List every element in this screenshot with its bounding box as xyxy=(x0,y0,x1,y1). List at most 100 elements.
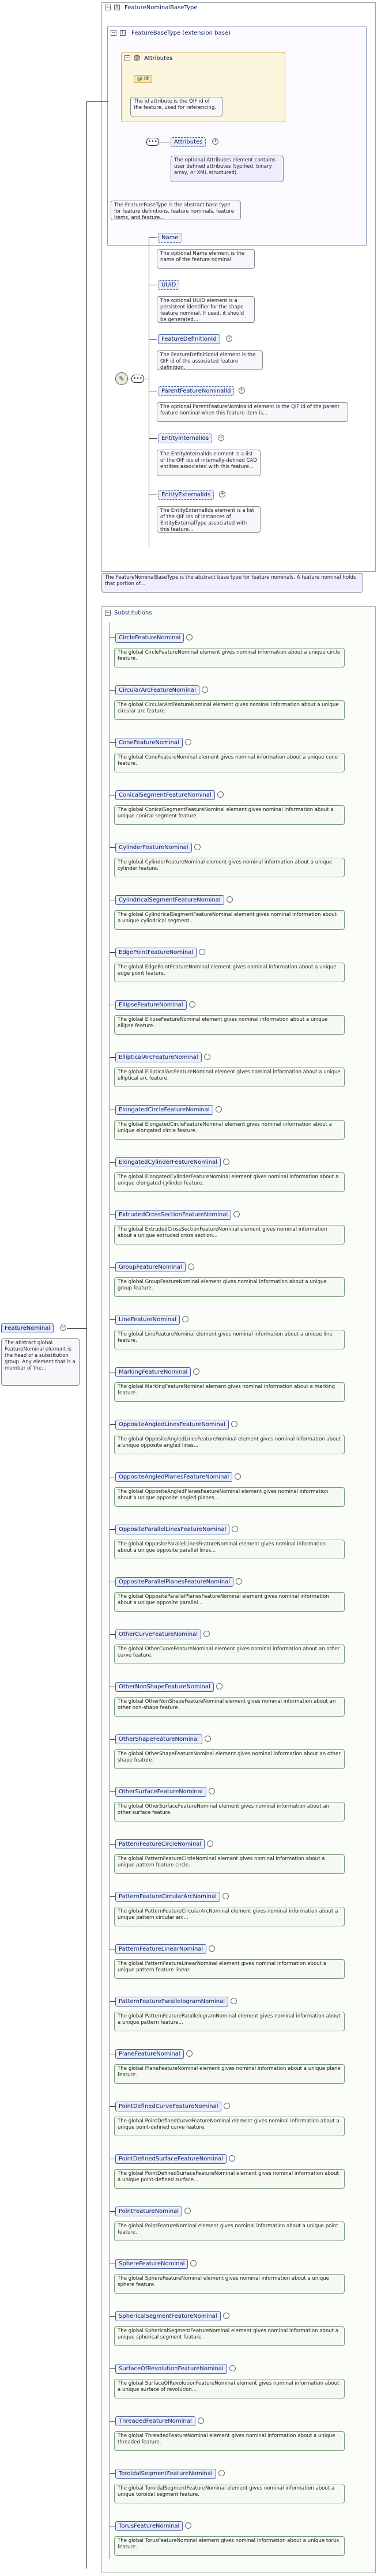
substitution-doc: The global OppositeAngledPlanesFeatureNo… xyxy=(114,1487,345,1507)
expand-icon[interactable] xyxy=(185,2522,191,2529)
substitutions-collapse-icon[interactable]: − xyxy=(105,610,111,616)
expand-icon[interactable] xyxy=(227,896,233,903)
attributes-group-icon: @ xyxy=(134,55,140,61)
id-attribute[interactable]: @ id xyxy=(134,75,153,83)
substitution-element[interactable]: PointDefinedCurveFeatureNominal xyxy=(115,2102,222,2111)
extension-collapse-icon[interactable]: − xyxy=(111,30,116,36)
expand-icon[interactable] xyxy=(189,1001,195,1008)
expand-icon[interactable] xyxy=(199,949,205,955)
expand-icon[interactable] xyxy=(223,2313,229,2319)
substitution-element[interactable]: SphereFeatureNominal xyxy=(115,2259,188,2269)
substitution-element[interactable]: PatternFeatureLinearNominal xyxy=(115,1944,207,1954)
substitution-doc: The global ConicalSegmentFeatureNominal … xyxy=(114,805,345,825)
substitution-element[interactable]: CircleFeatureNominal xyxy=(115,633,184,643)
substitution-element[interactable]: ConeFeatureNominal xyxy=(115,738,183,748)
attributes-element[interactable]: Attributes xyxy=(171,137,206,147)
substitution-element[interactable]: MarkingFeatureNominal xyxy=(115,1367,191,1377)
expand-icon[interactable] xyxy=(198,2417,204,2424)
expand-icon[interactable] xyxy=(232,1526,238,1532)
substitution-element[interactable]: ConicalSegmentFeatureNominal xyxy=(115,790,215,800)
entity-internal-ids-expand-icon[interactable]: + xyxy=(218,435,224,441)
expand-icon[interactable] xyxy=(218,2470,225,2476)
connector xyxy=(110,1739,115,1740)
expand-icon[interactable] xyxy=(229,2365,236,2371)
expand-icon[interactable] xyxy=(229,2155,235,2162)
substitution-element[interactable]: OtherCurveFeatureNominal xyxy=(115,1630,202,1639)
entity-internal-ids-element[interactable]: EntityInternalIds xyxy=(158,433,213,443)
substitution-element[interactable]: PatternFeatureParallelogramNominal xyxy=(115,1997,229,2007)
substitution-element[interactable]: OppositeParallelLinesFeatureNominal xyxy=(115,1525,230,1534)
expand-icon[interactable] xyxy=(203,1631,210,1637)
substitution-element[interactable]: ElongatedCylinderFeatureNominal xyxy=(115,1157,221,1167)
expand-icon[interactable] xyxy=(182,1316,188,1322)
expand-icon[interactable] xyxy=(233,1211,240,1217)
feature-definition-id-expand-icon[interactable]: + xyxy=(226,335,232,342)
substitution-element[interactable]: SurfaceOfRevolutionFeatureNominal xyxy=(115,2364,227,2374)
substitution-element[interactable]: OtherNonShapeFeatureNominal xyxy=(115,1682,214,1692)
substitution-element[interactable]: OppositeAngledPlanesFeatureNominal xyxy=(115,1472,233,1482)
substitution-element[interactable]: EllipseFeatureNominal xyxy=(115,1000,187,1010)
expand-icon[interactable] xyxy=(209,1788,215,1794)
attributes-expand-icon[interactable]: + xyxy=(212,138,218,145)
name-element[interactable]: Name xyxy=(158,233,182,243)
substitution-element[interactable]: ElongatedCircleFeatureNominal xyxy=(115,1105,213,1115)
expand-icon[interactable] xyxy=(236,1578,242,1585)
id-attribute-doc: The id attribute is the QIF id of the fe… xyxy=(130,97,222,116)
substitution-element[interactable]: PointDefinedSurfaceFeatureNominal xyxy=(115,2154,227,2164)
expand-icon[interactable] xyxy=(231,1421,237,1427)
expand-icon[interactable] xyxy=(231,1998,237,2004)
substitution-element[interactable]: CircularArcFeatureNominal xyxy=(115,685,199,695)
substitution-element[interactable]: LineFeatureNominal xyxy=(115,1315,180,1325)
parent-feature-nominal-id-expand-icon[interactable]: + xyxy=(239,387,245,394)
expand-icon[interactable] xyxy=(224,2103,230,2109)
substitution-doc: The global PatternFeatureLinearNominal e… xyxy=(114,1959,345,1979)
substitution-element[interactable]: PointFeatureNominal xyxy=(115,2207,182,2216)
substitution-element[interactable]: CylindricalSegmentFeatureNominal xyxy=(115,895,224,905)
expand-icon[interactable] xyxy=(186,634,193,640)
expand-icon[interactable] xyxy=(184,2208,191,2214)
substitution-element[interactable]: EllipticalArcFeatureNominal xyxy=(115,1053,202,1062)
expand-icon[interactable] xyxy=(217,791,224,798)
feature-definition-id-element[interactable]: FeatureDefinitionId xyxy=(158,334,220,344)
expand-icon[interactable] xyxy=(188,1264,194,1270)
expand-icon[interactable] xyxy=(190,2260,197,2266)
expand-icon[interactable] xyxy=(193,1368,199,1375)
expand-icon[interactable] xyxy=(216,1106,222,1112)
substitution-element[interactable]: ThreadedFeatureNominal xyxy=(115,2416,195,2426)
expand-icon[interactable] xyxy=(207,1840,213,1847)
entity-external-ids-element[interactable]: EntityExternalIds xyxy=(158,490,214,500)
expand-icon[interactable] xyxy=(205,1736,211,1742)
substitution-element[interactable]: ExtrudedCrossSectionFeatureNominal xyxy=(115,1210,232,1220)
expand-icon[interactable] xyxy=(216,1683,222,1689)
substitution-element[interactable]: TorusFeatureNominal xyxy=(115,2521,183,2531)
collapse-toggle-icon[interactable]: − xyxy=(105,5,111,10)
uuid-element[interactable]: UUID xyxy=(158,280,180,290)
substitution-element[interactable]: SphericalSegmentFeatureNominal xyxy=(115,2311,221,2321)
expand-icon[interactable] xyxy=(222,1893,229,1899)
expand-icon[interactable] xyxy=(204,1054,210,1060)
attributes-collapse-icon[interactable]: − xyxy=(125,55,130,61)
substitution-element[interactable]: CylinderFeatureNominal xyxy=(115,843,192,853)
expand-icon[interactable] xyxy=(235,1473,241,1480)
connector xyxy=(110,2001,115,2002)
root-element[interactable]: FeatureNominal xyxy=(1,1323,54,1333)
substitution-element[interactable]: OppositeParallelPlanesFeatureNominal xyxy=(115,1577,233,1587)
expand-icon[interactable] xyxy=(185,739,191,745)
substitution-element[interactable]: PatternFeatureCircularArcNominal xyxy=(115,1892,220,1902)
expand-icon[interactable] xyxy=(194,844,201,850)
substitution-element[interactable]: OppositeAngledLinesFeatureNominal xyxy=(115,1420,229,1430)
substitution-element[interactable]: OtherSurfaceFeatureNominal xyxy=(115,1787,206,1797)
expand-icon[interactable] xyxy=(202,687,208,693)
parent-feature-nominal-id-element[interactable]: ParentFeatureNominalId xyxy=(158,386,235,396)
substitution-element[interactable]: ToroidalSegmentFeatureNominal xyxy=(115,2469,216,2479)
root-expand-icon[interactable]: − xyxy=(60,1325,66,1331)
expand-icon[interactable] xyxy=(223,1159,229,1165)
substitution-element[interactable]: EdgePointFeatureNominal xyxy=(115,948,197,957)
substitution-element[interactable]: GroupFeatureNominal xyxy=(115,1262,186,1272)
expand-icon[interactable] xyxy=(186,2050,193,2057)
substitution-element[interactable]: PlaneFeatureNominal xyxy=(115,2049,184,2059)
expand-icon[interactable] xyxy=(209,1945,215,1952)
entity-external-ids-expand-icon[interactable]: + xyxy=(219,491,225,497)
substitution-element[interactable]: PatternFeatureCircleNominal xyxy=(115,1839,205,1849)
substitution-element[interactable]: OtherShapeFeatureNominal xyxy=(115,1734,202,1744)
